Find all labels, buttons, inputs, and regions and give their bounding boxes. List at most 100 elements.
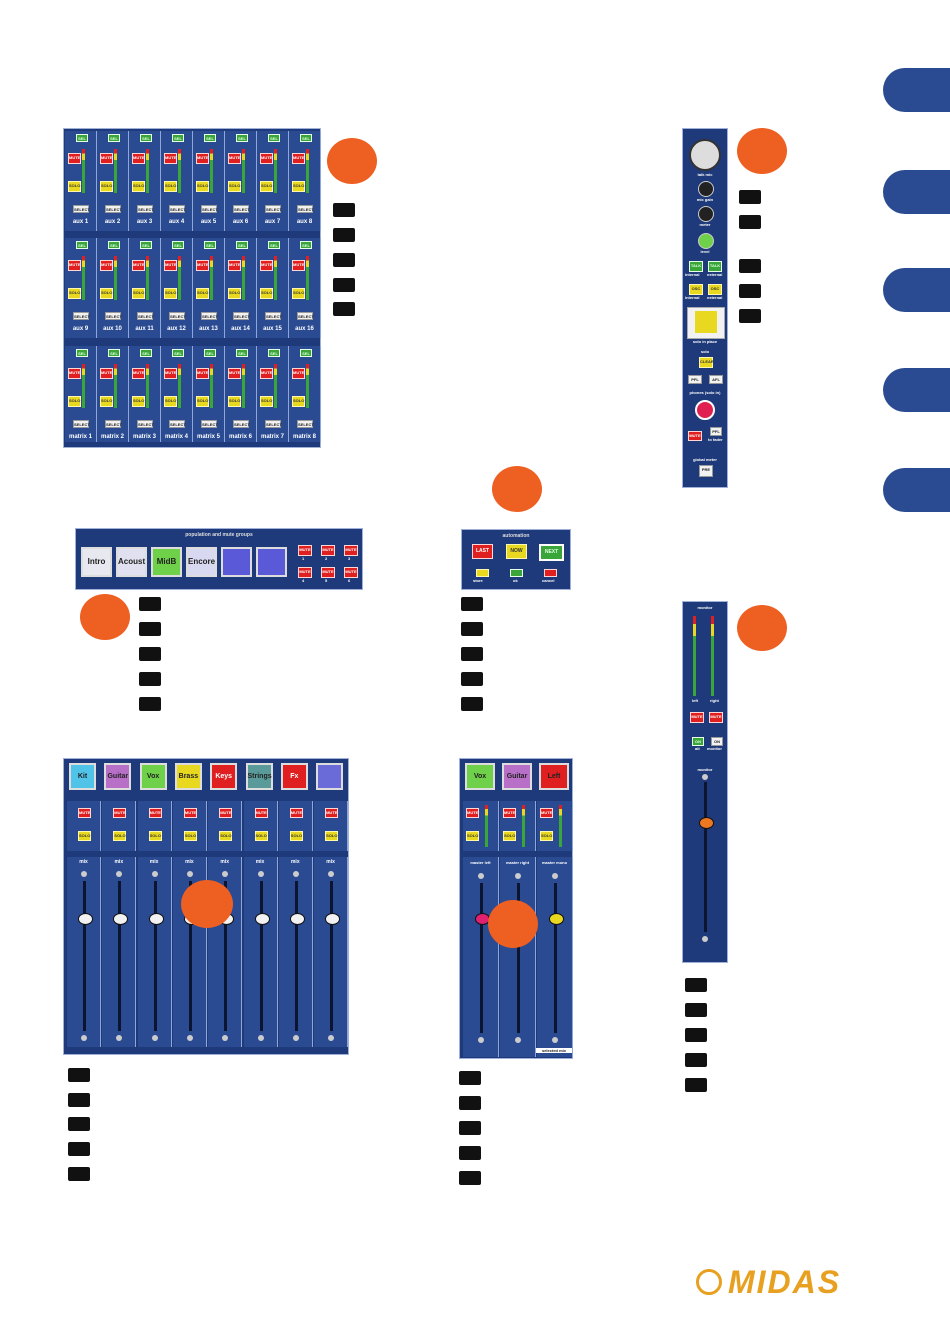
master-mute-button[interactable]: MUTE <box>503 808 516 818</box>
population-group-button[interactable]: Encore <box>186 547 217 577</box>
aux-solo-button[interactable]: SOLO <box>164 396 177 407</box>
vca-mute-button[interactable]: MUTE <box>325 808 339 818</box>
aux-sel-button[interactable]: SEL <box>268 134 280 142</box>
master-name-button[interactable]: Vox <box>465 763 495 790</box>
vca-name-button[interactable]: Fx <box>280 763 308 790</box>
aux-solo-button[interactable]: SOLO <box>292 181 305 192</box>
vca-name-button[interactable]: Keys <box>210 763 238 790</box>
aux-mute-button[interactable]: MUTE <box>228 153 241 164</box>
master-solo-button[interactable]: SOLO <box>540 831 553 841</box>
vca-name-button[interactable]: Brass <box>174 763 202 790</box>
vca-name-button[interactable]: Strings <box>245 763 273 790</box>
automation-ok-button[interactable] <box>510 569 523 577</box>
aux-solo-button[interactable]: SOLO <box>292 288 305 299</box>
phones-knob[interactable] <box>695 400 715 420</box>
aux-sel-button[interactable]: SEL <box>76 349 88 357</box>
aux-sel-button[interactable]: SEL <box>236 241 248 249</box>
aux-solo-button[interactable]: SOLO <box>100 288 113 299</box>
aux-mute-button[interactable]: MUTE <box>260 368 273 379</box>
aux-mute-button[interactable]: MUTE <box>228 260 241 271</box>
fader-knob[interactable] <box>289 913 305 925</box>
aux-sel-button[interactable]: SEL <box>236 134 248 142</box>
aux-solo-button[interactable]: SOLO <box>228 181 241 192</box>
aux-solo-button[interactable]: SOLO <box>260 181 273 192</box>
aux-sel-button[interactable]: SEL <box>268 349 280 357</box>
osc-external-button[interactable]: OSC <box>708 284 722 295</box>
population-group-button[interactable]: Acoust <box>116 547 147 577</box>
aux-solo-button[interactable]: SOLO <box>132 288 145 299</box>
aux-sel-button[interactable]: SEL <box>300 349 312 357</box>
aux-select-button[interactable]: SELECT <box>169 205 186 213</box>
aux-sel-button[interactable]: SEL <box>204 349 216 357</box>
automation-store-button[interactable] <box>476 569 489 577</box>
aux-sel-button[interactable]: SEL <box>300 134 312 142</box>
aux-solo-button[interactable]: SOLO <box>68 288 81 299</box>
phones-mute-button[interactable]: MUTE <box>688 431 702 441</box>
aux-select-button[interactable]: SELECT <box>233 420 250 428</box>
aux-solo-button[interactable]: SOLO <box>164 181 177 192</box>
aux-mute-button[interactable]: MUTE <box>164 260 177 271</box>
aux-mute-button[interactable]: MUTE <box>68 368 81 379</box>
aux-select-button[interactable]: SELECT <box>73 205 90 213</box>
monitor-fader-knob[interactable] <box>699 817 714 829</box>
fader-knob[interactable] <box>549 913 564 925</box>
aux-solo-button[interactable]: SOLO <box>68 396 81 407</box>
aux-sel-button[interactable]: SEL <box>172 134 184 142</box>
section-tab-1[interactable] <box>883 68 950 112</box>
aux-mute-button[interactable]: MUTE <box>260 153 273 164</box>
aux-solo-button[interactable]: SOLO <box>196 288 209 299</box>
aux-solo-button[interactable]: SOLO <box>228 288 241 299</box>
vca-solo-button[interactable]: SOLO <box>254 831 268 841</box>
monitor-mono-button[interactable]: ON <box>711 737 723 746</box>
talk-external-button[interactable]: TALK <box>708 261 722 272</box>
aux-select-button[interactable]: SELECT <box>105 205 122 213</box>
vca-solo-button[interactable]: SOLO <box>289 831 303 841</box>
aux-mute-button[interactable]: MUTE <box>196 153 209 164</box>
aux-mute-button[interactable]: MUTE <box>196 260 209 271</box>
aux-solo-button[interactable]: SOLO <box>196 396 209 407</box>
fader-knob[interactable] <box>325 913 341 925</box>
vca-mute-button[interactable]: MUTE <box>113 808 127 818</box>
mute-group-button[interactable]: MUTE <box>344 567 358 578</box>
afl-button[interactable]: AFL <box>709 375 723 384</box>
aux-select-button[interactable]: SELECT <box>265 420 282 428</box>
mic-gain-knob[interactable] <box>698 181 714 197</box>
aux-sel-button[interactable]: SEL <box>172 241 184 249</box>
automation-cancel-button[interactable] <box>544 569 557 577</box>
fader-knob[interactable] <box>148 913 164 925</box>
aux-solo-button[interactable]: SOLO <box>100 181 113 192</box>
vca-mute-button[interactable]: MUTE <box>78 808 91 818</box>
talk-internal-button[interactable]: TALK <box>689 261 703 272</box>
mute-group-button[interactable]: MUTE <box>321 545 335 556</box>
master-mute-button[interactable]: MUTE <box>540 808 553 818</box>
aux-select-button[interactable]: SELECT <box>105 312 122 320</box>
master-solo-button[interactable]: SOLO <box>466 831 479 841</box>
vca-mute-button[interactable]: MUTE <box>219 808 233 818</box>
vca-mute-button[interactable]: MUTE <box>289 808 303 818</box>
aux-solo-button[interactable]: SOLO <box>164 288 177 299</box>
vca-solo-button[interactable]: SOLO <box>183 831 197 841</box>
aux-select-button[interactable]: SELECT <box>201 420 218 428</box>
aux-select-button[interactable]: SELECT <box>73 312 90 320</box>
vca-solo-button[interactable]: SOLO <box>219 831 233 841</box>
vca-mute-button[interactable]: MUTE <box>183 808 197 818</box>
section-tab-2[interactable] <box>883 170 950 214</box>
aux-sel-button[interactable]: SEL <box>108 134 120 142</box>
pfl-button[interactable]: PFL <box>688 375 702 384</box>
aux-mute-button[interactable]: MUTE <box>164 368 177 379</box>
aux-sel-button[interactable]: SEL <box>172 349 184 357</box>
automation-next-button[interactable]: NEXT <box>539 544 564 561</box>
aux-select-button[interactable]: SELECT <box>73 420 90 428</box>
population-group-button[interactable] <box>221 547 252 577</box>
aux-select-button[interactable]: SELECT <box>137 420 154 428</box>
vca-name-button[interactable]: Vox <box>139 763 167 790</box>
population-group-button[interactable] <box>256 547 287 577</box>
mute-group-button[interactable]: MUTE <box>298 545 312 556</box>
aux-select-button[interactable]: SELECT <box>233 205 250 213</box>
vca-name-button[interactable]: Guitar <box>104 763 132 790</box>
aux-sel-button[interactable]: SEL <box>140 349 152 357</box>
master-name-button[interactable]: Guitar <box>502 763 532 790</box>
vca-mute-button[interactable]: MUTE <box>254 808 268 818</box>
fader-knob[interactable] <box>113 913 129 925</box>
aux-solo-button[interactable]: SOLO <box>260 288 273 299</box>
